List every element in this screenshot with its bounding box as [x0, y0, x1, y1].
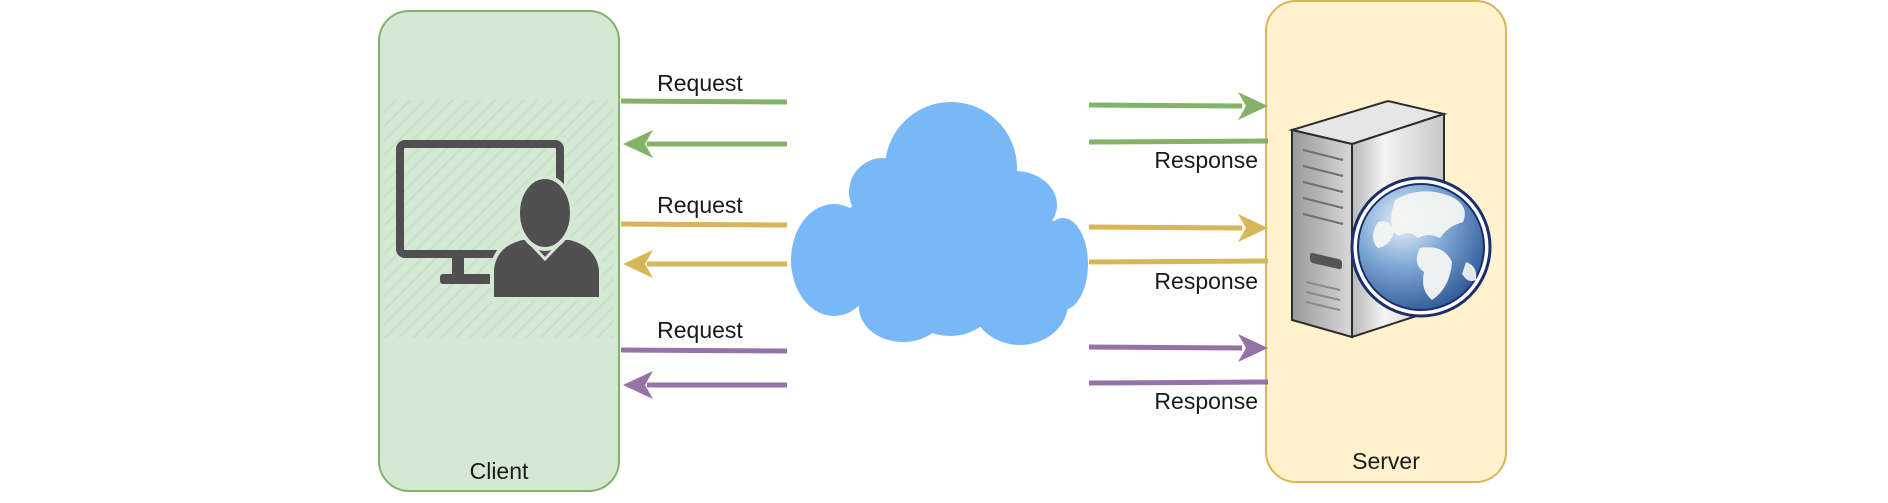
globe-icon [1350, 176, 1492, 318]
user-computer-icon [396, 140, 603, 301]
response-arrowhead-client [623, 130, 653, 158]
server-label: Server [1352, 448, 1420, 474]
message-arrows: RequestResponseRequestResponseRequestRes… [620, 70, 1269, 414]
response-arrow-server-side [1088, 138, 1269, 145]
request-arrow-server-side [1088, 224, 1243, 231]
request-label: Request [657, 192, 743, 218]
request-arrow-client-side [620, 98, 788, 105]
request-arrow-client-side [620, 221, 788, 228]
request-arrowhead-server [1238, 92, 1268, 120]
request-arrowhead-server [1238, 334, 1268, 362]
request-arrow-server-side [1088, 102, 1243, 109]
response-label: Response [1154, 388, 1258, 414]
response-arrow-server-side [1088, 258, 1269, 265]
client-icon-backdrop [384, 100, 614, 338]
request-arrow-server-side [1088, 344, 1243, 351]
cloud-icon [791, 102, 1088, 345]
person-icon [490, 175, 603, 301]
client-node: Client [378, 10, 620, 492]
request-label: Request [657, 317, 743, 343]
monitor-stand-icon [452, 256, 464, 278]
request-label: Request [657, 70, 743, 96]
request-arrowhead-server [1238, 214, 1268, 242]
web-server-icon [1288, 99, 1492, 339]
response-arrow-server-side [1088, 379, 1269, 386]
response-label: Response [1154, 268, 1258, 294]
response-label: Response [1154, 147, 1258, 173]
response-arrowhead-client [623, 250, 653, 278]
client-label: Client [470, 458, 529, 484]
response-arrowhead-client [623, 371, 653, 399]
server-node: Server [1265, 0, 1507, 483]
request-arrow-client-side [620, 347, 788, 354]
monitor-base-icon [440, 274, 500, 284]
